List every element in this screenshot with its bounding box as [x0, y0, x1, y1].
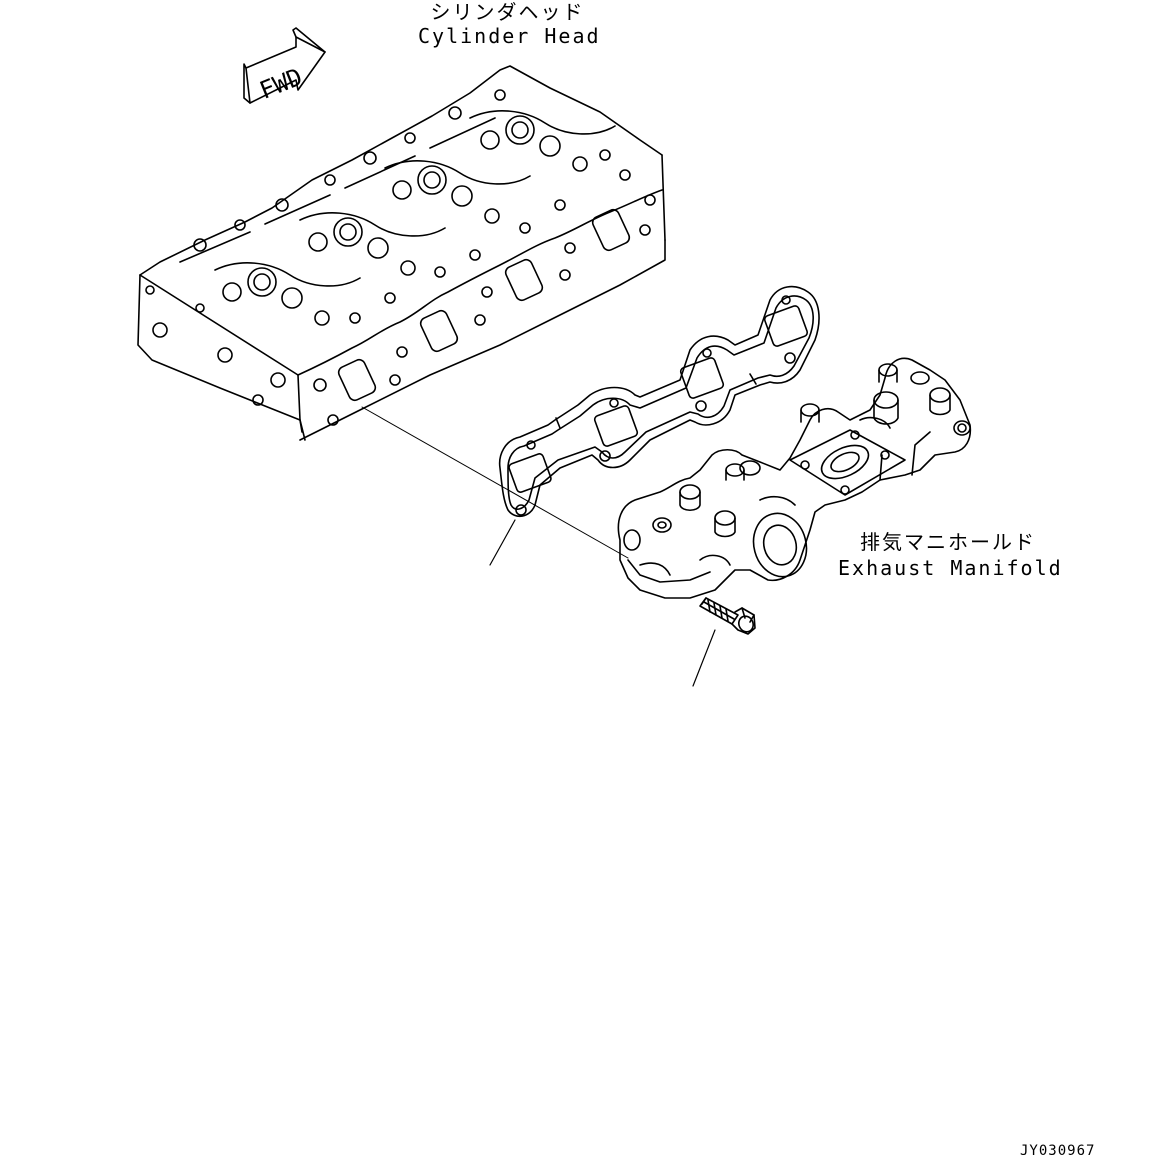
fwd-arrow-icon: FWD — [244, 28, 325, 105]
exhaust-manifold-part — [618, 358, 970, 598]
fwd-text: FWD — [256, 63, 307, 105]
cylinder-head-label-en: Cylinder Head — [418, 24, 601, 48]
figure-code: JY030967 — [1020, 1143, 1096, 1159]
exhaust-manifold-label-en: Exhaust Manifold — [838, 556, 1063, 580]
cylinder-head-part — [138, 66, 665, 440]
mounting-bolt-part — [700, 598, 756, 634]
exhaust-manifold-label-ja: 排気マニホールド — [860, 530, 1036, 554]
cylinder-head-label-ja: シリンダヘッド — [430, 0, 585, 24]
cylinder-head-top-features — [180, 90, 630, 325]
assembly-leader-line — [362, 407, 628, 558]
exhaust-gasket-part — [500, 287, 819, 517]
gasket-callout-line — [490, 520, 515, 565]
bolt-callout-line — [693, 630, 715, 686]
